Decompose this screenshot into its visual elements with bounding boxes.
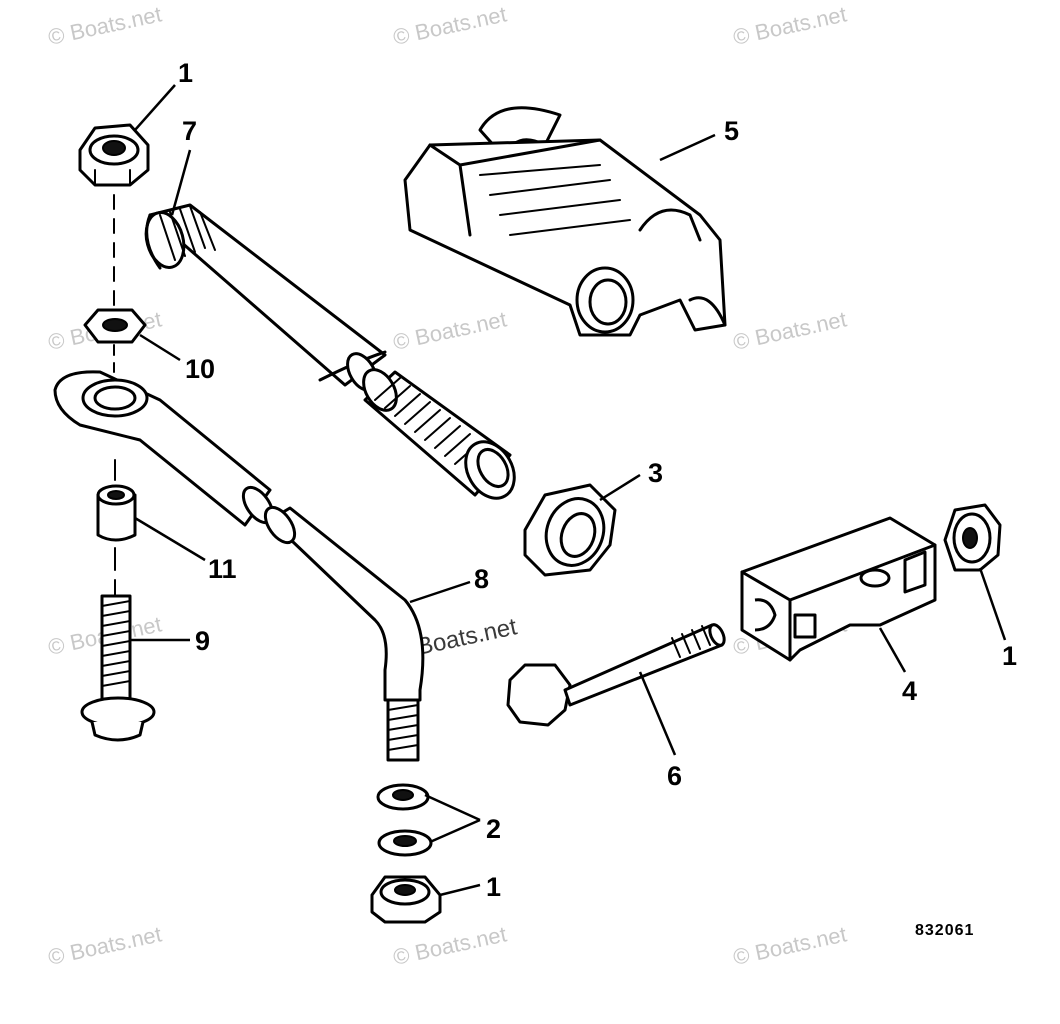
watermark: © Boats.net [731,1,849,49]
callout-label: 8 [474,564,489,594]
part-spacer [96,459,137,571]
callout-label: 3 [648,458,663,488]
part-jam-nut [83,308,147,344]
watermark: © Boats.net [46,1,164,49]
part-tube [144,203,387,392]
part-locknut-right [943,503,1002,572]
part-hex-nut [523,483,617,577]
part-bent-rod [263,505,425,762]
watermark: © Boats.net [391,921,509,969]
callout-label: 11 [208,554,237,584]
callout-labels: 1 7 5 10 3 11 8 9 1 4 6 2 1 [178,58,1017,902]
watermark: © Boats.net [391,1,509,49]
callout-label: 2 [486,814,501,844]
part-clamp-block [740,516,937,662]
watermark: © Boats.net [731,921,849,969]
callout-label: 1 [178,58,193,88]
part-locknut-top [78,123,150,187]
part-threaded-sleeve [362,368,516,500]
callout-leaders [130,84,1007,897]
callout-label: 5 [724,116,739,146]
callout-label: 10 [185,354,215,384]
watermark: © Boats.net [46,921,164,969]
callout-label: 7 [182,116,197,146]
watermark: © Boats.net [731,306,849,354]
callout-label: 6 [667,761,682,791]
part-hex-bolt [506,623,726,727]
callout-label: 4 [902,676,917,706]
figure-number: 832061 [915,922,974,939]
part-housing [403,106,727,337]
callout-label: 1 [1002,641,1017,671]
callout-label: 1 [486,872,501,902]
watermark: © Boats.net [391,306,509,354]
part-washer-lower [377,829,433,857]
part-locknut-bottom [370,875,442,924]
callout-label: 9 [195,626,210,656]
part-bolt [80,579,156,742]
part-rod-end [53,370,275,527]
part-washer-upper [376,783,430,811]
